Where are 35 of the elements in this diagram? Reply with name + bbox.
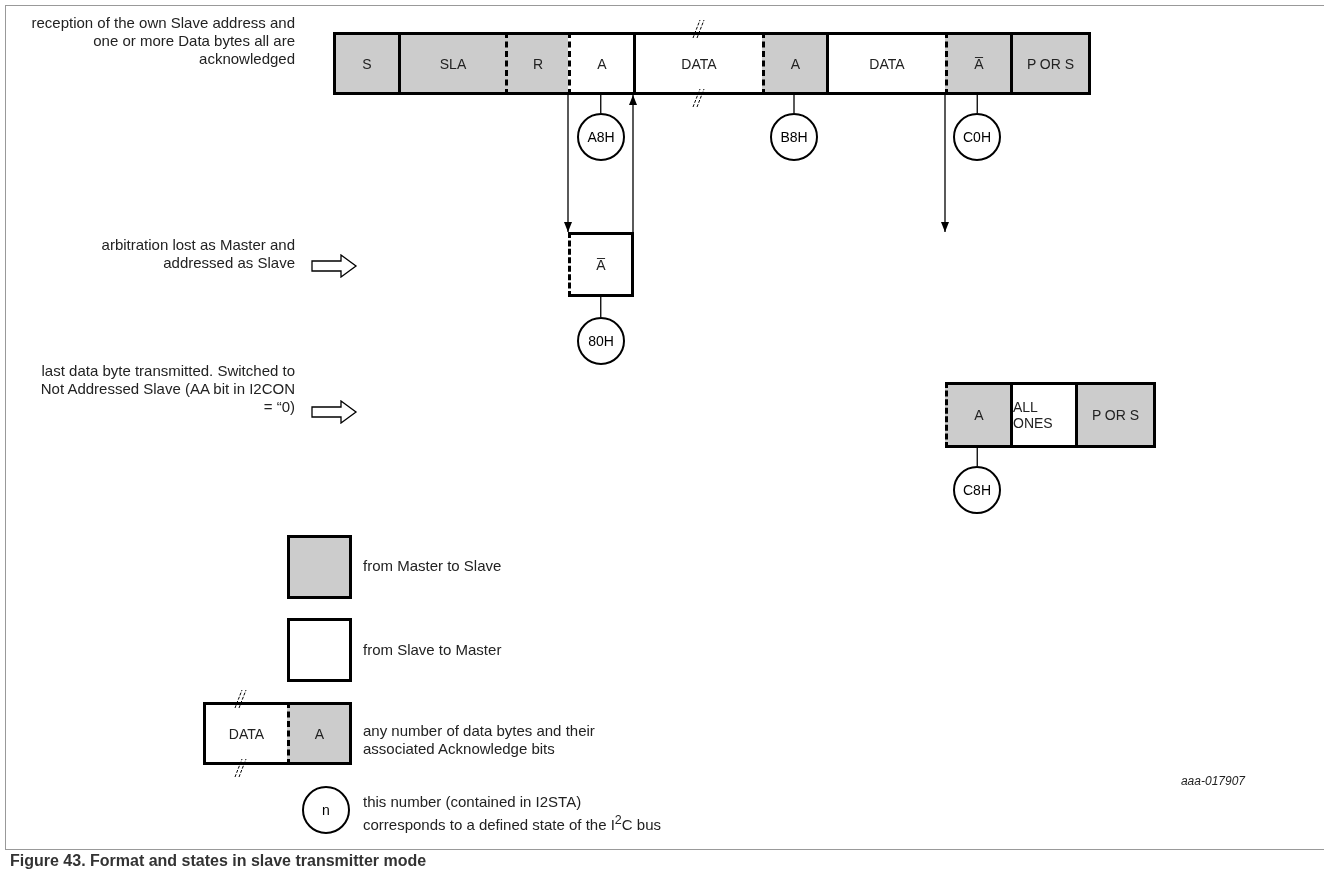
legend-text: any number of data bytes and their associated Acknowledge bits bbox=[363, 722, 596, 758]
legend-text: from Master to Slave bbox=[363, 557, 503, 575]
frame-field: A̅ bbox=[945, 32, 1010, 95]
arrow bbox=[563, 94, 573, 233]
frame-field: P OR S bbox=[1010, 32, 1091, 95]
frame-field: A bbox=[762, 32, 826, 95]
frame-field: P OR S bbox=[1075, 382, 1156, 448]
frame-field: SLA bbox=[398, 32, 505, 95]
state-circle: B8H bbox=[770, 113, 818, 161]
state-circle: A8H bbox=[577, 113, 625, 161]
frame-field: A bbox=[945, 382, 1010, 448]
connector-line bbox=[600, 296, 602, 318]
frame-field: A bbox=[568, 32, 633, 95]
frame-field: DATA bbox=[826, 32, 945, 95]
legend-text: from Slave to Master bbox=[363, 641, 503, 659]
frame-field: A̅ bbox=[568, 232, 634, 297]
frame-field: DATA bbox=[633, 32, 762, 95]
arrow bbox=[628, 94, 638, 233]
legend-text: this number (contained in I2STA) corresponds to a defined state of the I$^{2}$C bus bbox=[363, 793, 662, 834]
frame-field: A bbox=[287, 702, 352, 765]
state-circle: n bbox=[302, 786, 350, 834]
side-note: last data byte transmitted. Switched to Not Addressed Slave (AA bit in I2CON = “0) bbox=[39, 362, 295, 416]
frame-field: R bbox=[505, 32, 568, 95]
state-circle: C0H bbox=[953, 113, 1001, 161]
figure-caption: Figure 43. Format and states in slave transmitter mode bbox=[10, 852, 427, 870]
frame-field: DATA bbox=[203, 702, 287, 765]
state-circle: C8H bbox=[953, 466, 1001, 514]
frame-field: S bbox=[333, 32, 398, 95]
connector-line bbox=[793, 94, 795, 114]
arrow bbox=[940, 94, 950, 233]
side-note: arbitration lost as Master and addressed as Slave bbox=[100, 236, 295, 272]
side-note: reception of the own Slave address and one or more Data bytes all are acknowledged bbox=[30, 14, 295, 68]
figure-id: aaa-017907 bbox=[1179, 774, 1245, 788]
frame-field: ALL ONES bbox=[1010, 382, 1075, 448]
state-circle: 80H bbox=[577, 317, 625, 365]
